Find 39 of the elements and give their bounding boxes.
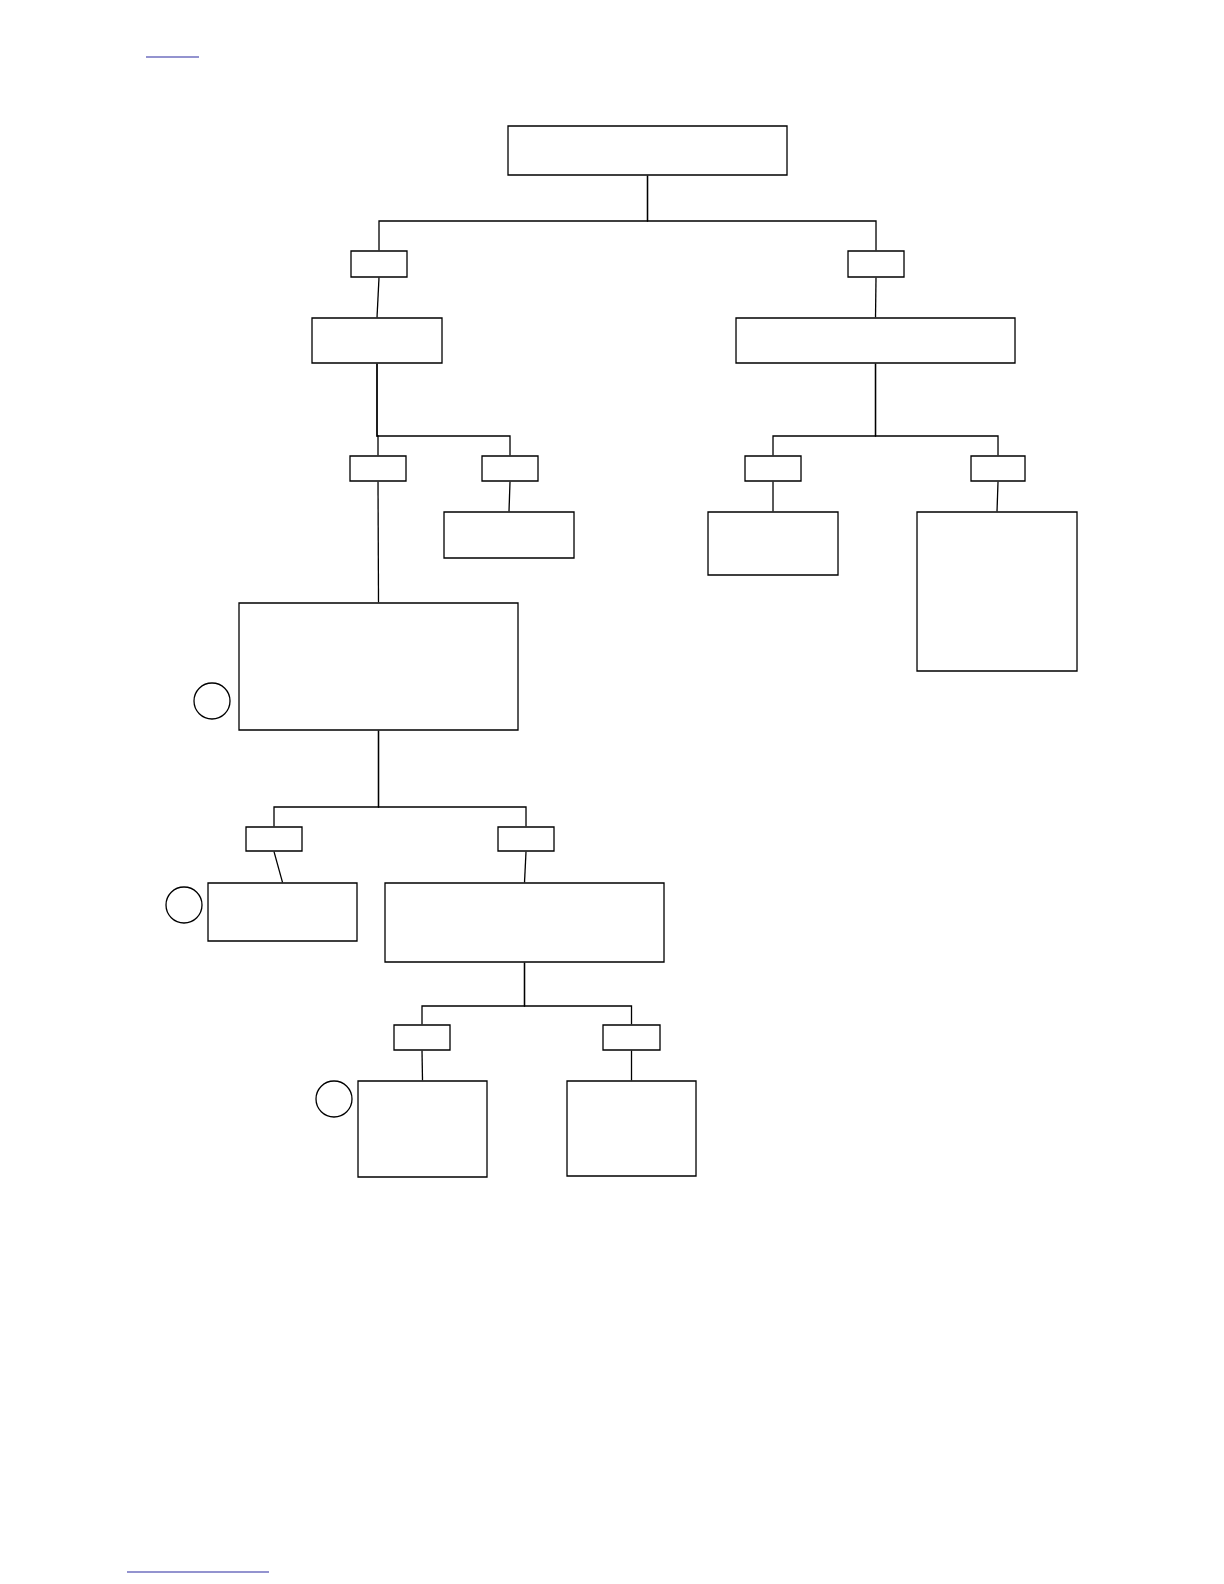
box	[443, 511, 575, 559]
box	[393, 1024, 451, 1051]
box	[349, 455, 407, 482]
connector-line	[874, 363, 999, 456]
connector-line	[508, 481, 511, 512]
box	[707, 511, 839, 576]
box	[311, 317, 443, 364]
connector-line	[630, 1050, 633, 1081]
box	[238, 602, 519, 731]
box	[207, 882, 358, 942]
connector-line	[772, 481, 774, 512]
connector-line	[376, 277, 380, 318]
box	[566, 1080, 697, 1177]
box	[384, 882, 665, 963]
box	[357, 1080, 488, 1178]
box	[481, 455, 539, 482]
circle	[315, 1080, 353, 1118]
box	[602, 1024, 661, 1051]
circle	[165, 886, 203, 924]
box	[507, 125, 788, 176]
box	[847, 250, 905, 278]
connector-line	[523, 851, 527, 883]
box	[744, 455, 802, 482]
connector-line	[376, 363, 511, 456]
connector-line	[996, 481, 999, 512]
box	[916, 511, 1078, 672]
box	[735, 317, 1016, 364]
connector-line	[874, 277, 877, 318]
circle	[193, 682, 231, 720]
connector-line	[523, 962, 633, 1025]
box	[350, 250, 408, 278]
box	[970, 455, 1026, 482]
connector-line	[377, 730, 527, 827]
box	[245, 826, 303, 852]
box	[497, 826, 555, 852]
connector-line	[421, 1050, 424, 1081]
connector-line	[273, 851, 284, 883]
connector-line	[646, 175, 877, 251]
connector-line	[377, 481, 380, 603]
